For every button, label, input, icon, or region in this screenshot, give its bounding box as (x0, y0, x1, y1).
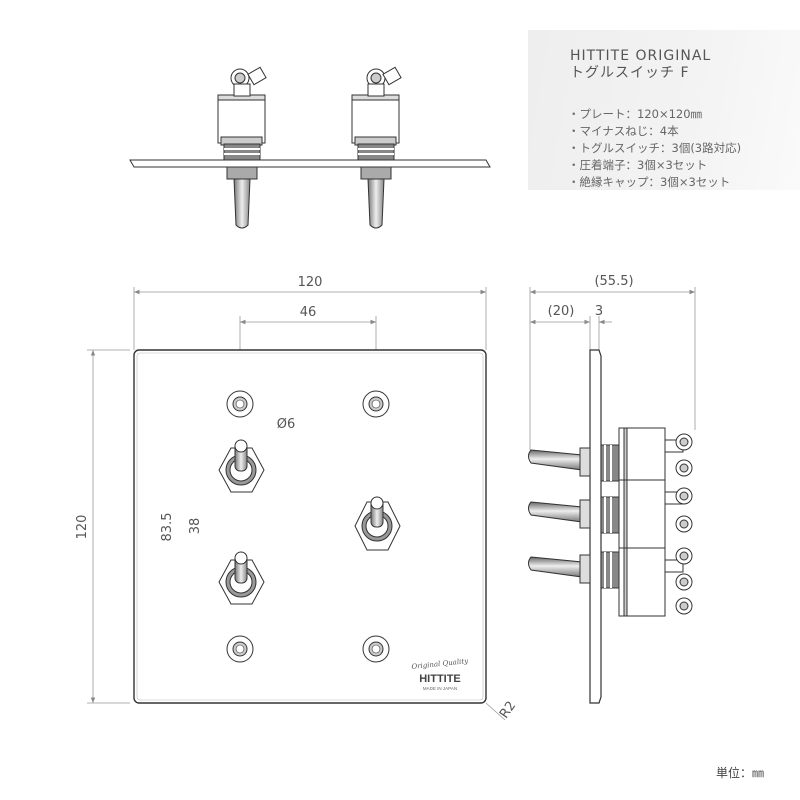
logo-tagline: MADE IN JAPAN (423, 686, 457, 691)
unit-note: 単位：㎜ (716, 766, 765, 780)
dim-plate-height: 120 (75, 515, 90, 540)
screw-hole (362, 390, 390, 418)
top-switch-left (217, 66, 267, 229)
dim-hole-diameter: Ø6 (277, 417, 296, 432)
dim-front-depth: (20) (548, 304, 575, 319)
screw-holes (226, 390, 390, 663)
spec-list: ・プレート：120×120㎜ ・マイナスねじ：4本 ・トグルスイッチ：3個(3路… (568, 106, 741, 191)
top-switch-right (351, 66, 402, 229)
dim-corner-radius: R2 (497, 699, 519, 722)
dim-switch-spacing: 38 (188, 518, 203, 535)
screw-hole (362, 635, 390, 663)
toggle-switch-bottom-left (218, 551, 265, 605)
front-view: Original Quality HITTITE MADE IN JAPAN 1… (75, 275, 519, 721)
spec-item: ・プレート：120×120㎜ (568, 107, 703, 121)
dim-screw-vertical: 83.5 (160, 513, 175, 542)
logo-brand: HITTITE (419, 673, 461, 685)
dim-screw-spacing: 46 (300, 305, 317, 320)
dim-plate-thickness: 3 (595, 304, 603, 319)
spec-item: ・トグルスイッチ：3個(3路対応) (568, 141, 742, 155)
toggle-switch-middle-right (354, 496, 401, 551)
brand-name: HITTITE ORIGINAL (570, 48, 712, 64)
screw-hole (226, 390, 254, 418)
product-name: トグルスイッチ F (570, 65, 690, 81)
toggle-switch-top-left (218, 439, 265, 493)
spec-item: ・マイナスねじ：4本 (568, 124, 679, 138)
spec-item: ・圧着端子：3個×3セット (568, 158, 708, 172)
side-switch-3 (528, 547, 693, 617)
top-plate (129, 159, 491, 168)
front-plate (133, 349, 487, 704)
product-title: HITTITE ORIGINAL トグルスイッチ F (570, 48, 711, 82)
dim-depth-total: (55.5) (594, 274, 633, 289)
spec-item: ・絶縁キャップ：3個×3セット (568, 175, 731, 189)
spec-panel (528, 30, 800, 190)
screw-hole (226, 635, 254, 663)
dim-plate-width: 120 (298, 275, 323, 290)
side-switch-2 (528, 479, 693, 549)
side-view: (55.5) (20) 3 (528, 274, 696, 704)
top-view (129, 66, 491, 229)
radius-leader (485, 702, 506, 721)
side-plate (589, 349, 602, 704)
side-switch-1 (528, 427, 693, 497)
